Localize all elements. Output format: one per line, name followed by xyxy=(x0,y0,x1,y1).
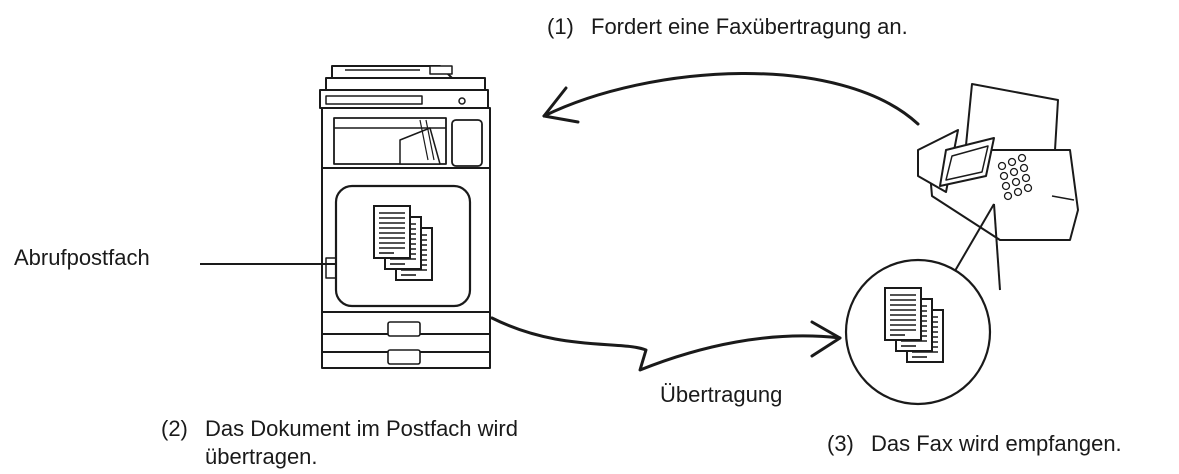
transmission-arrow xyxy=(490,316,842,372)
step-2-number: (2) xyxy=(161,416,188,441)
step-3-text: Das Fax wird empfangen. xyxy=(871,431,1122,456)
fax-machine-icon xyxy=(917,83,1079,241)
step-2-text-line1: Das Dokument im Postfach wird xyxy=(205,416,518,441)
step-2: (2) Das Dokument im Postfach wird übertr… xyxy=(161,415,581,471)
request-arrow xyxy=(542,72,920,126)
step-3: (3) Das Fax wird empfangen. xyxy=(827,430,1172,457)
polling-box-label: Abrufpostfach xyxy=(14,245,150,270)
step-1-number: (1) xyxy=(547,14,574,39)
step-1: (1) Fordert eine Faxübertragung an. xyxy=(547,13,977,40)
step-1-text: Fordert eine Faxübertragung an. xyxy=(591,14,908,39)
step-3-number: (3) xyxy=(827,431,854,456)
step-2-text-line2: übertragen. xyxy=(205,444,318,469)
transmission-label: Übertragung xyxy=(660,382,783,407)
